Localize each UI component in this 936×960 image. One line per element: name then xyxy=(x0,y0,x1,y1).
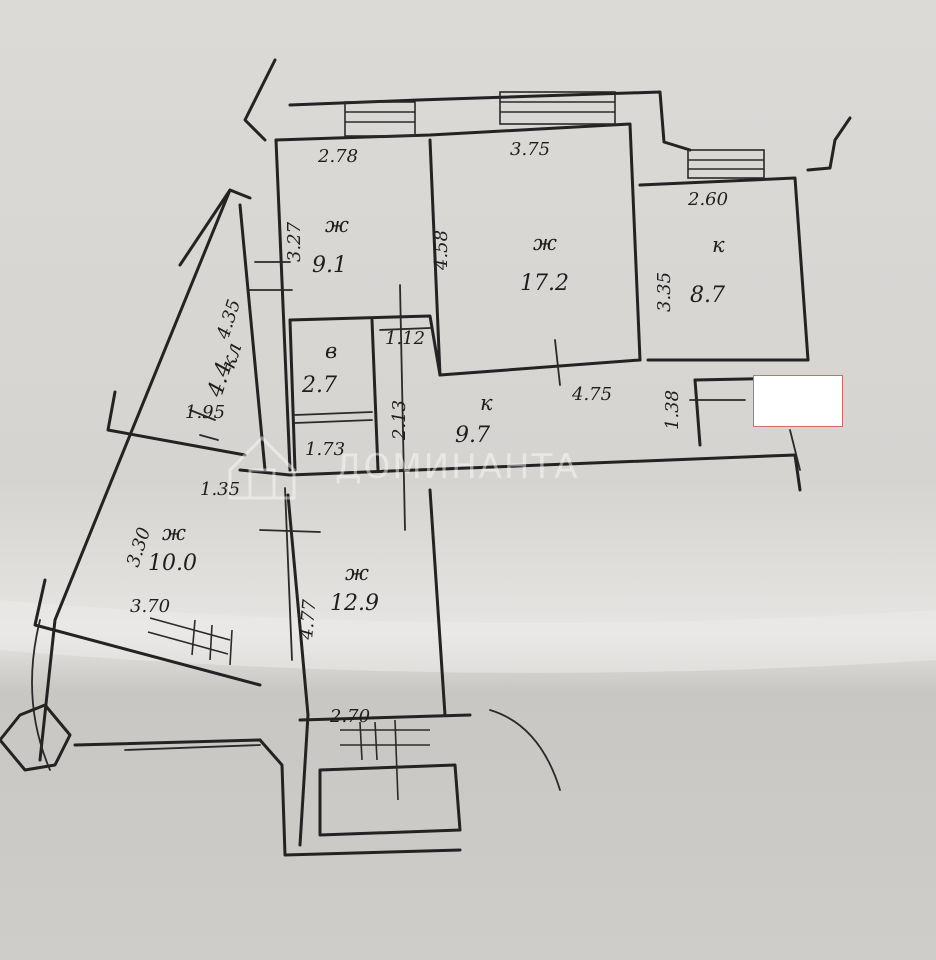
dim-label: 3.70 xyxy=(130,596,170,617)
room-e-area: 2.7 xyxy=(301,373,337,398)
dim-label: 3.35 xyxy=(654,272,675,312)
room-c-area: 8.7 xyxy=(690,283,725,308)
room-h-label: ж xyxy=(162,521,186,545)
dim-label: 2.70 xyxy=(329,706,370,727)
dimension-labels: 2.78 3.75 2.60 3.27 4.58 3.35 4.35 1.12 … xyxy=(123,139,728,727)
watermark-text: ДОМИНАНТА xyxy=(335,447,580,487)
room-g-label: к xyxy=(480,391,493,415)
windows xyxy=(147,91,765,801)
room-g-area: 9.7 xyxy=(455,423,490,448)
dim-label: 4.58 xyxy=(431,230,452,271)
room-i-label: ж xyxy=(345,561,369,585)
watermark-logo-icon xyxy=(228,435,296,500)
dim-label: 1.35 xyxy=(200,479,240,500)
room-c-label: к xyxy=(712,233,725,257)
dim-label: 2.13 xyxy=(389,400,410,441)
dim-label: 1.12 xyxy=(385,328,425,349)
room-f-area: 1.73 xyxy=(305,439,345,460)
room-labels: ж 9.1 ж 17.2 к 8.7 кл 4.4 в 2.7 1.73 к 9… xyxy=(148,213,725,616)
arcs xyxy=(0,619,561,791)
room-d-area: 4.4 xyxy=(203,359,238,401)
room-i-area: 12.9 xyxy=(330,591,379,616)
dim-label: 1.38 xyxy=(662,390,683,430)
room-a-label: ж xyxy=(325,213,349,237)
room-a-area: 9.1 xyxy=(312,253,347,278)
dim-label: 3.27 xyxy=(284,221,305,262)
dim-label: 2.60 xyxy=(687,189,728,210)
dim-label: 1.95 xyxy=(185,402,225,423)
dim-label: 4.75 xyxy=(571,384,612,405)
room-h-area: 10.0 xyxy=(148,551,197,576)
dim-label: 3.75 xyxy=(510,139,550,160)
dim-label: 2.78 xyxy=(317,146,358,167)
dim-label: 4.35 xyxy=(212,297,245,343)
dim-label: 4.77 xyxy=(296,598,321,641)
room-e-label: в xyxy=(325,339,337,363)
room-b-label: ж xyxy=(533,231,557,255)
redaction-box xyxy=(753,375,843,427)
inner-walls xyxy=(124,138,801,751)
outer-walls xyxy=(33,58,852,857)
room-b-area: 17.2 xyxy=(520,271,569,296)
